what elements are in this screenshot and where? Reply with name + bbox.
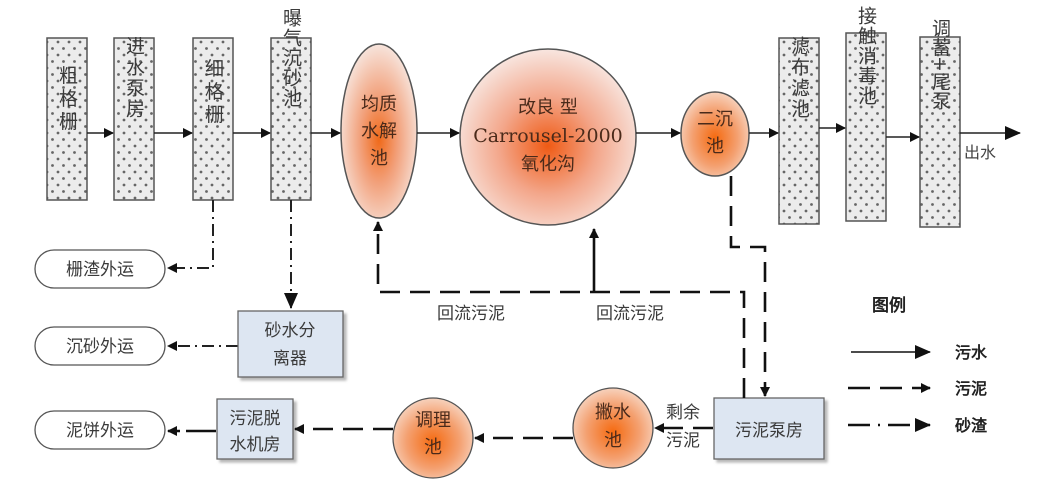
legend-item-sewage: 污水 (851, 343, 988, 362)
clarifier-line-2: 池 (706, 136, 724, 157)
decant-line-1: 撇水 (595, 402, 631, 423)
node-inlet-pump-house: 进水泵房 (113, 36, 155, 201)
node-cloth-filter-label: 滤布滤池 (788, 36, 810, 120)
sludge-dewatering-line-2: 水机房 (230, 435, 281, 455)
node-screenings-out: 栅渣外运 (34, 249, 166, 289)
sewage-flow-arrows (87, 123, 1021, 142)
node-conditioning-tank: 调理 池 (392, 397, 474, 479)
node-grit-out: 沉砂外运 (34, 326, 166, 366)
node-fine-screen: 细格栅 (192, 37, 234, 201)
grit-flow-arrows (167, 200, 298, 351)
node-coarse-screen-label: 粗格栅 (56, 65, 78, 134)
outlet-label: 出水 (964, 143, 996, 162)
grit-separator-line-2: 离器 (273, 349, 307, 369)
node-aerated-grit-chamber: 曝气沉砂池 (270, 8, 312, 201)
node-inlet-pump-house-label: 进水泵房 (123, 36, 145, 120)
legend-label-sludge: 污泥 (955, 379, 987, 398)
excess-sludge-label-2: 污泥 (666, 431, 700, 451)
hydrolysis-line-1: 均质 (361, 94, 397, 115)
oxidation-line-2: Carrousel-2000 (473, 125, 623, 147)
node-regulating-tail-pump: 调蓄+尾泵 (919, 18, 961, 228)
node-contact-disinfection: 接触消毒池 (845, 6, 887, 222)
arrow-clarifier-to-pump-house (729, 176, 770, 397)
legend-label-sewage: 污水 (955, 343, 988, 362)
node-regulating-tail-pump-label: 调蓄+尾泵 (929, 18, 951, 110)
node-secondary-clarifier: 二沉 池 (680, 91, 750, 177)
hydrolysis-line-3: 池 (370, 148, 388, 169)
legend-item-grit: 砂渣 (848, 416, 988, 435)
conditioning-line-2: 池 (424, 437, 442, 458)
sludge-pump-house-label: 污泥泵房 (735, 421, 803, 441)
screenings-out-label: 栅渣外运 (66, 260, 134, 280)
cake-out-label: 泥饼外运 (66, 421, 134, 441)
decant-line-2: 池 (604, 430, 622, 451)
sludge-flow-arrows (167, 176, 770, 443)
node-coarse-screen: 粗格栅 (46, 37, 88, 201)
grit-out-label: 沉砂外运 (66, 337, 134, 357)
hydrolysis-line-2: 水解 (361, 121, 397, 142)
arrow-fine-screen-to-screenings-out (167, 200, 214, 273)
node-contact-disinfection-label: 接触消毒池 (855, 6, 877, 106)
node-decant-tank: 撇水 池 (572, 387, 654, 469)
node-aerated-grit-chamber-label: 曝气沉砂池 (280, 8, 302, 108)
node-cake-out: 泥饼外运 (34, 410, 166, 450)
legend-label-grit: 砂渣 (955, 416, 988, 435)
grit-separator-line-1: 砂水分 (265, 321, 316, 341)
excess-sludge-label-1: 剩余 (666, 403, 700, 423)
node-fine-screen-label: 细格栅 (202, 58, 224, 127)
arrow-return-sludge-to-hydrolysis (373, 221, 746, 398)
legend-title: 图例 (872, 295, 906, 316)
oxidation-line-3: 氧化沟 (521, 154, 575, 175)
conditioning-line-1: 调理 (415, 410, 451, 431)
return-sludge-label-1: 回流污泥 (437, 304, 505, 324)
node-grit-separator (237, 310, 344, 378)
node-cloth-filter: 滤布滤池 (778, 36, 820, 225)
node-oxidation-ditch: 改良 型 Carrousel-2000 氧化沟 (459, 48, 637, 226)
legend: 图例 污水 污泥 砂渣 (848, 295, 988, 435)
node-sludge-dewatering (216, 398, 294, 460)
node-sludge-pump-house (713, 397, 825, 460)
clarifier-line-1: 二沉 (697, 109, 733, 130)
sludge-dewatering-line-1: 污泥脱 (230, 409, 281, 429)
node-hydrolysis-tank: 均质 水解 池 (340, 43, 418, 219)
legend-item-sludge: 污泥 (848, 379, 987, 398)
return-sludge-label-2: 回流污泥 (596, 304, 664, 324)
oxidation-line-1: 改良 型 (518, 97, 578, 118)
